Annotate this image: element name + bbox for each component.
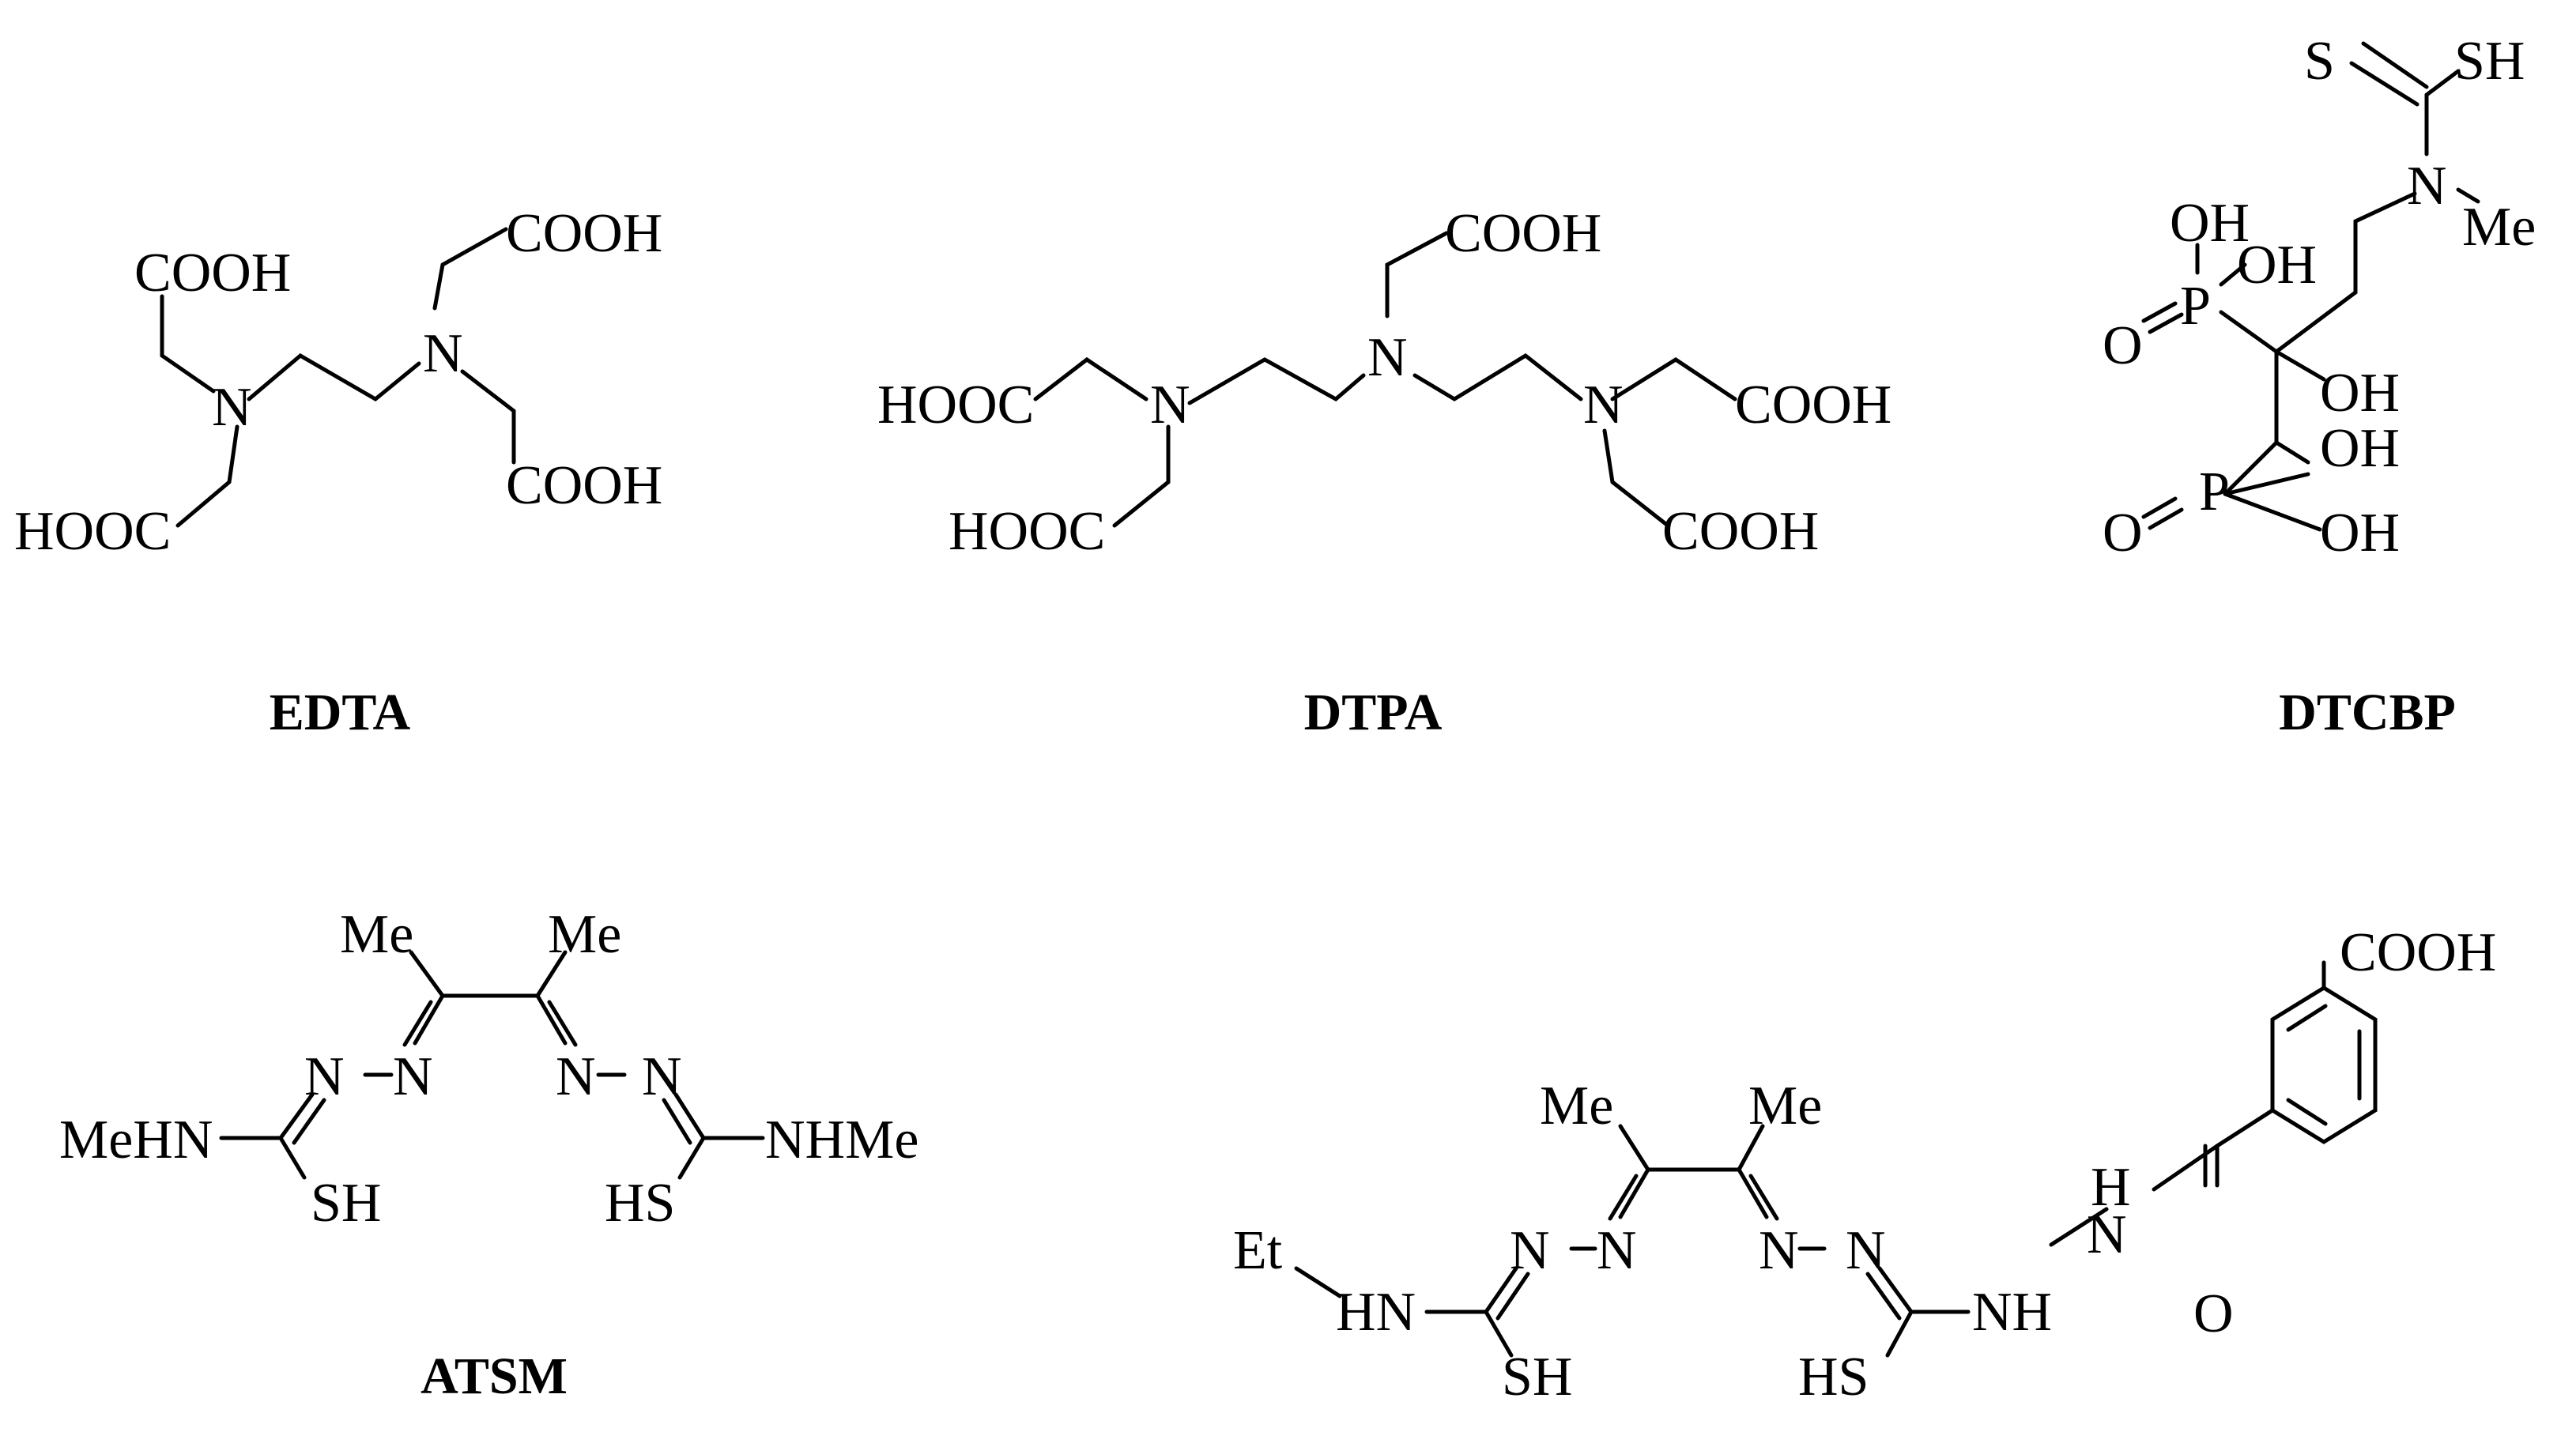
phosphorus-label: P	[2180, 276, 2211, 337]
hydroxyl-label: OH	[2320, 363, 2400, 424]
nitrogen-label: N	[423, 323, 463, 384]
molecule-name: DTCBP	[2279, 684, 2456, 741]
hooc-label: HOOC	[14, 501, 171, 562]
molecule-edta: COOH N N COOH COOH HOOC EDTA	[14, 203, 662, 741]
methyl-label: Me	[340, 904, 413, 965]
nitrogen-label: N	[642, 1046, 682, 1107]
cooh-label: COOH	[2340, 922, 2496, 983]
hooc-label: HOOC	[949, 501, 1105, 562]
cooh-label: COOH	[506, 203, 662, 264]
hooc-label: HOOC	[877, 375, 1034, 435]
methyl-label: Me	[1540, 1076, 1613, 1136]
cooh-label: COOH	[1445, 203, 1601, 264]
ethyl-label: Et	[1233, 1220, 1283, 1281]
hydroxyl-label: OH	[2237, 235, 2317, 296]
phosphorus-label: P	[2199, 462, 2230, 522]
nitrogen-label: N	[1846, 1220, 1886, 1281]
methylamino-label: MeHN	[59, 1110, 213, 1170]
nitrogen-label: N	[1150, 375, 1190, 435]
nitrogen-label: N	[1510, 1220, 1550, 1281]
methyl-label: Me	[1748, 1076, 1822, 1136]
nitrogen-label: N	[1583, 375, 1624, 435]
oxygen-label: O	[2193, 1283, 2234, 1344]
methylamino-label: NHMe	[765, 1110, 918, 1170]
thiol-label: HS	[1798, 1347, 1869, 1407]
amine-label: NH	[1972, 1282, 2052, 1343]
thiol-label: SH	[311, 1173, 381, 1234]
amine-label: HN	[1336, 1282, 1416, 1343]
nitrogen-label: N	[1597, 1220, 1637, 1281]
nitrogen-label: N	[556, 1046, 596, 1107]
hydroxyl-label: OH	[2170, 193, 2250, 254]
nitrogen-label: N	[212, 377, 252, 438]
cooh-label: COOH	[134, 243, 291, 303]
molecule-dtpa: COOH HOOC N N N COOH HOOC COOH DTPA	[877, 203, 1891, 741]
cooh-label: COOH	[1662, 501, 1819, 562]
nitrogen-label: N	[393, 1046, 433, 1107]
oxygen-label: O	[2103, 503, 2143, 563]
methyl-label: Me	[548, 904, 621, 965]
methyl-label: Me	[2462, 197, 2536, 258]
molecule-name: EDTA	[270, 684, 411, 741]
thiol-label: SH	[1502, 1347, 1572, 1407]
hydrogen-label: H	[2091, 1157, 2131, 1218]
nitrogen-label: N	[1367, 327, 1408, 388]
hydroxyl-label: OH	[2320, 418, 2400, 479]
oxygen-label: O	[2103, 315, 2143, 376]
molecule-name: ATSM	[421, 1347, 568, 1405]
cooh-label: COOH	[1735, 375, 1891, 435]
cooh-label: COOH	[506, 455, 662, 516]
nitrogen-label: N	[2087, 1204, 2127, 1265]
nitrogen-label: N	[1759, 1220, 1799, 1281]
sh-label: SH	[2454, 31, 2525, 92]
nitrogen-label: N	[304, 1046, 345, 1107]
sulfur-label: S	[2304, 31, 2335, 92]
hydroxyl-label: OH	[2320, 503, 2400, 563]
molecule-conjugate: COOH Me Me Et HN N N N N NH H N O SH HS	[1233, 922, 2496, 1407]
molecule-name: DTPA	[1304, 684, 1443, 741]
molecule-dtcbp: S SH N Me OH OH O P OH OH O P OH DTCBP	[2103, 31, 2536, 741]
nitrogen-label: N	[2407, 156, 2447, 217]
molecule-atsm: Me Me N N N N MeHN NHMe SH HS ATSM	[59, 904, 918, 1405]
thiol-label: HS	[605, 1173, 675, 1234]
